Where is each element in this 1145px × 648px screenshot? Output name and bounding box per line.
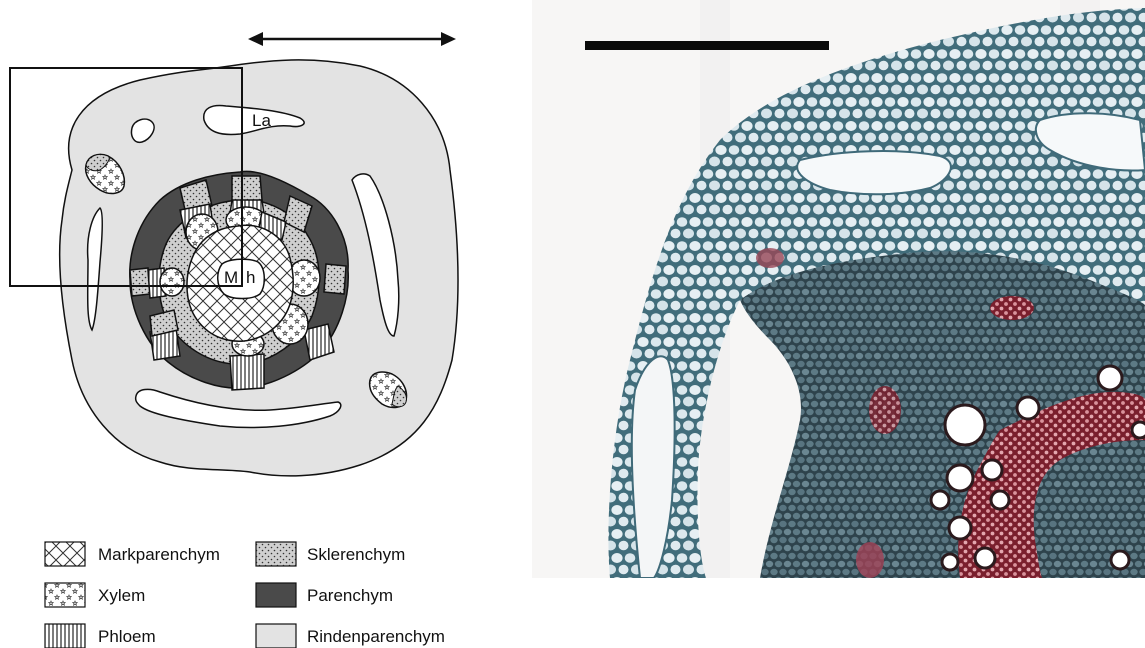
legend-label: Rindenparenchym: [307, 627, 445, 646]
double-arrow-icon: [248, 32, 456, 46]
phloem-patch: [990, 296, 1034, 320]
vertical-lines-swatch-icon: [45, 624, 85, 648]
stem-cross-section-diagram: La M h: [10, 32, 458, 476]
legend-label: Parenchym: [307, 586, 393, 605]
light-gray-swatch-icon: [256, 624, 296, 648]
dark-swatch-icon: [256, 583, 296, 607]
phloem-patch: [756, 248, 784, 268]
label-pith-m: M: [224, 268, 238, 287]
phloem-patch: [869, 386, 901, 434]
stars-swatch-icon: [45, 583, 85, 607]
legend: Markparenchym Sklerenchym Xylem Parenchy…: [45, 542, 445, 648]
legend-item-rindenparenchym: Rindenparenchym: [256, 624, 445, 648]
stained-stem-cross-section-photo: [532, 0, 1145, 578]
legend-item-phloem: Phloem: [45, 624, 156, 648]
scale-bar: [585, 41, 829, 50]
legend-label: Xylem: [98, 586, 145, 605]
legend-label: Sklerenchym: [307, 545, 405, 564]
label-lacuna: La: [252, 111, 271, 130]
air-lacuna: [797, 151, 951, 194]
label-pith-h: h: [246, 268, 255, 287]
stipple-swatch-icon: [256, 542, 296, 566]
legend-item-xylem: Xylem: [45, 583, 145, 607]
phloem-patch: [856, 542, 884, 578]
legend-label: Phloem: [98, 627, 156, 646]
legend-item-parenchym: Parenchym: [256, 583, 393, 607]
legend-item-sklerenchym: Sklerenchym: [256, 542, 405, 566]
crosshatch-swatch-icon: [45, 542, 85, 566]
legend-label: Markparenchym: [98, 545, 220, 564]
legend-item-markparenchym: Markparenchym: [45, 542, 220, 566]
